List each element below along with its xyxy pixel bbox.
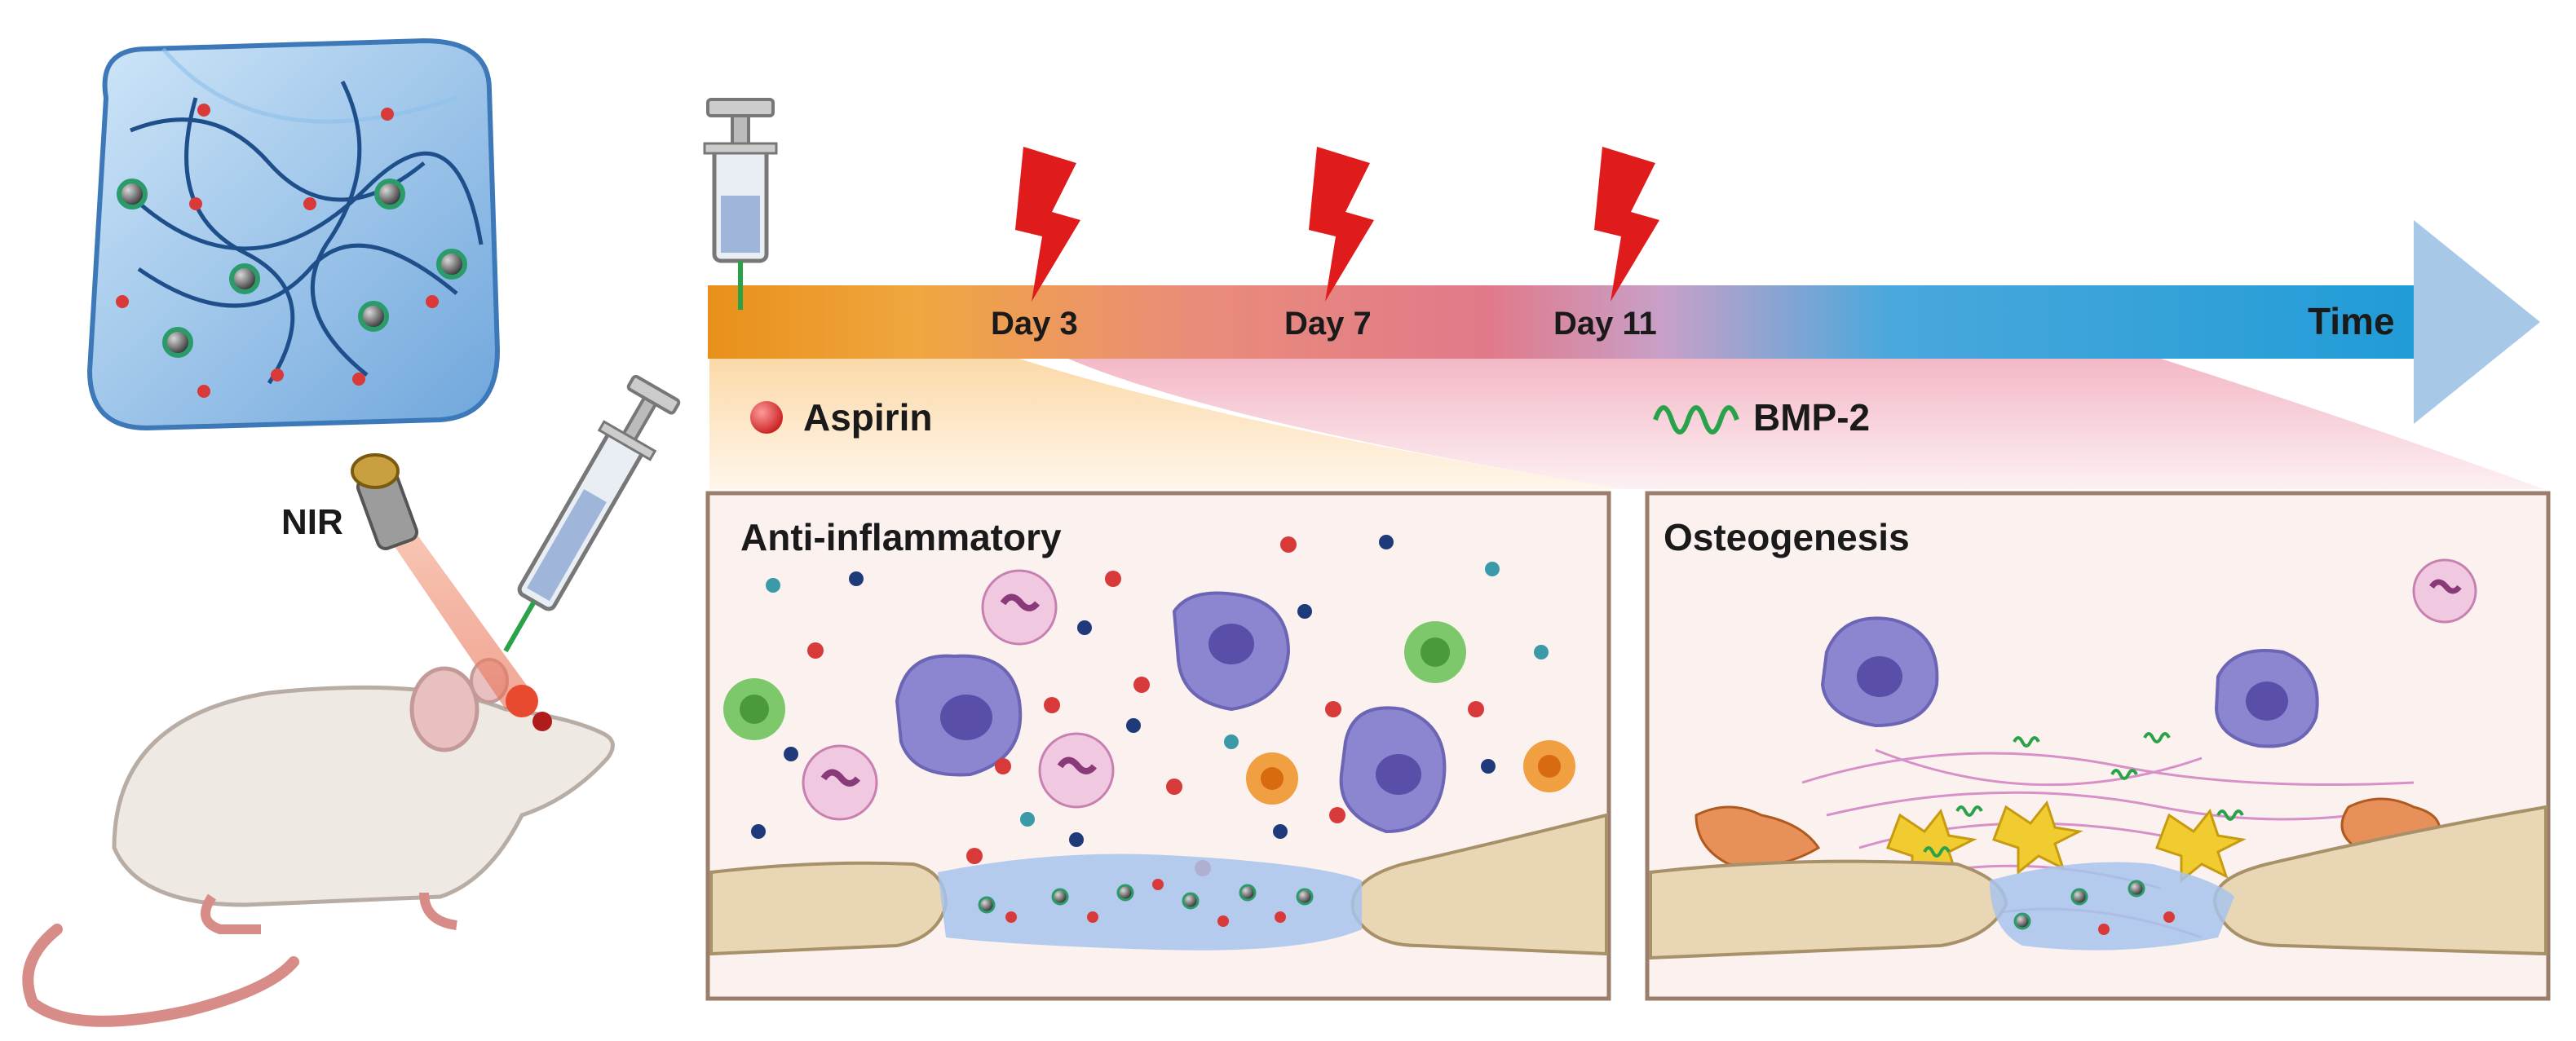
laser-icon bbox=[351, 453, 538, 717]
bmp2-label: BMP-2 bbox=[1753, 396, 1870, 439]
timeline-arrowhead bbox=[2414, 220, 2540, 424]
syringe-icon bbox=[703, 98, 778, 310]
timeline-bar bbox=[708, 285, 2445, 359]
aspirin-dot-icon bbox=[750, 401, 783, 434]
cell-icon bbox=[1523, 740, 1575, 792]
cell-icon bbox=[1339, 706, 1447, 834]
cell-icon bbox=[1404, 621, 1466, 683]
cell-icon bbox=[1246, 752, 1298, 805]
cell-icon bbox=[802, 744, 878, 821]
osteogenesis-panel bbox=[1645, 491, 2551, 1001]
cell-icon bbox=[723, 678, 785, 740]
mouse-icon bbox=[22, 658, 615, 1027]
time-label: Time bbox=[2308, 300, 2395, 342]
nir-label: NIR bbox=[281, 502, 343, 542]
anti-inflammatory-panel bbox=[705, 491, 1611, 1001]
timeline-day-label: Day 7 bbox=[1284, 306, 1372, 342]
lightning-icon bbox=[1015, 147, 1080, 302]
cell-icon bbox=[2214, 649, 2319, 748]
lightning-icon bbox=[1594, 147, 1659, 302]
cell-icon bbox=[1038, 732, 1115, 809]
cell-icon bbox=[981, 569, 1058, 646]
syringe-icon bbox=[503, 374, 681, 653]
timeline-day-label: Day 3 bbox=[991, 306, 1078, 342]
bmp2-coil-icon bbox=[1653, 405, 1739, 434]
cell-icon bbox=[2412, 558, 2477, 624]
hydrogel-cube-icon bbox=[86, 37, 501, 431]
lightning-icon bbox=[1309, 147, 1374, 302]
aspirin-label: Aspirin bbox=[803, 396, 932, 439]
anti-inflammatory-title: Anti-inflammatory bbox=[740, 516, 1062, 558]
cell-icon bbox=[1172, 591, 1291, 712]
osteogenesis-title: Osteogenesis bbox=[1664, 516, 1910, 558]
cell-icon bbox=[1820, 616, 1939, 728]
timeline-day-label: Day 11 bbox=[1553, 306, 1657, 342]
cell-icon bbox=[895, 654, 1023, 777]
